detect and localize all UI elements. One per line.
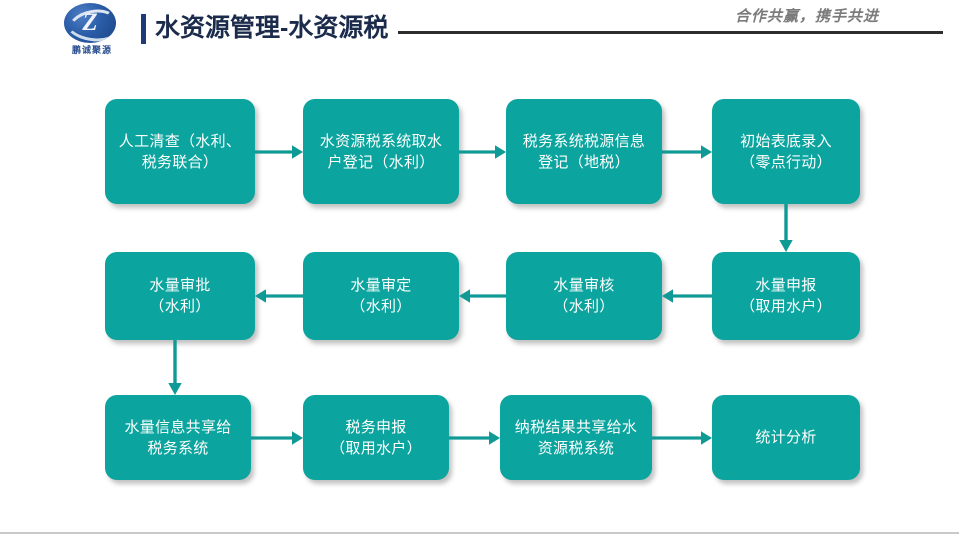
flow-arrow-water-tax-register-to-tax-source-register [459,143,506,161]
company-logo: Z 鹏诚聚源 [50,3,134,57]
flow-node-label: 税务系统税源信息 登记（地税） [522,132,646,171]
title-accent-bar [141,14,146,44]
flow-node-label: 水量申报 （取用水户） [740,277,832,315]
logo-z-glyph: Z [82,9,98,36]
flow-node-share-result-to-wrt[interactable]: 纳税结果共享给水 资源税系统 [500,395,652,480]
flow-node-label: 水量审核 （水利） [553,277,615,315]
flow-arrow-share-volume-to-tax-to-tax-declaration [251,429,303,447]
header-tagline: 合作共赢，携手共进 [734,8,879,25]
flow-node-label: 税务申报 （取用水户） [330,418,422,457]
flow-arrow-tax-declaration-to-share-result-to-wrt [449,429,500,447]
flow-node-volume-declare[interactable]: 水量申报 （取用水户） [712,252,860,340]
flow-arrow-approval-to-share [166,340,184,395]
flow-node-label: 统计分析 [755,429,817,446]
flow-node-volume-ratify[interactable]: 水量审定 （水利） [303,252,459,340]
flow-node-share-volume-to-tax[interactable]: 水量信息共享给 税务系统 [105,395,251,480]
flow-node-label: 纳税结果共享给水 资源税系统 [514,418,638,457]
slide-header: Z 鹏诚聚源 水资源管理-水资源税 合作共赢，携手共进 [0,0,959,62]
flow-node-volume-approval[interactable]: 水量审批 （水利） [105,252,255,340]
title-divider-rule [398,31,943,34]
flow-arrow-volume-review-to-volume-ratify [459,287,506,305]
flow-node-label: 水量审定 （水利） [350,277,412,315]
flow-node-tax-declaration[interactable]: 税务申报 （取用水户） [303,395,449,480]
logo-circle-icon: Z [64,3,116,43]
flow-arrow-tax-source-register-to-initial-meter-entry [662,143,712,161]
flow-node-label: 水量信息共享给 税务系统 [124,418,232,457]
footer-divider-rule [0,532,959,534]
flow-node-manual-survey[interactable]: 人工清查（水利、 税务联合） [105,99,255,204]
flow-arrow-manual-survey-to-water-tax-register [255,143,303,161]
flow-node-initial-meter-entry[interactable]: 初始表底录入 （零点行动） [712,99,860,204]
flow-node-label: 水资源税系统取水 户登记（水利） [319,132,443,171]
flow-node-volume-review[interactable]: 水量审核 （水利） [506,252,662,340]
flow-node-tax-source-register[interactable]: 税务系统税源信息 登记（地税） [506,99,662,204]
logo-wordmark: 鹏诚聚源 [71,45,112,55]
flow-arrow-share-result-to-wrt-to-statistics-analysis [652,429,712,447]
flow-node-water-tax-register[interactable]: 水资源税系统取水 户登记（水利） [303,99,459,204]
flow-node-statistics-analysis[interactable]: 统计分析 [712,395,860,480]
flow-arrow-volume-ratify-to-volume-approval [255,287,303,305]
flow-node-label: 水量审批 （水利） [149,277,211,315]
page-title: 水资源管理-水资源税 [155,14,389,42]
flow-node-label: 人工清查（水利、 税务联合） [118,132,242,171]
flow-node-label: 初始表底录入 （零点行动） [740,132,832,171]
flow-arrow-volume-declare-to-volume-review [662,287,712,305]
flow-arrow-initial-to-declare [777,204,795,252]
